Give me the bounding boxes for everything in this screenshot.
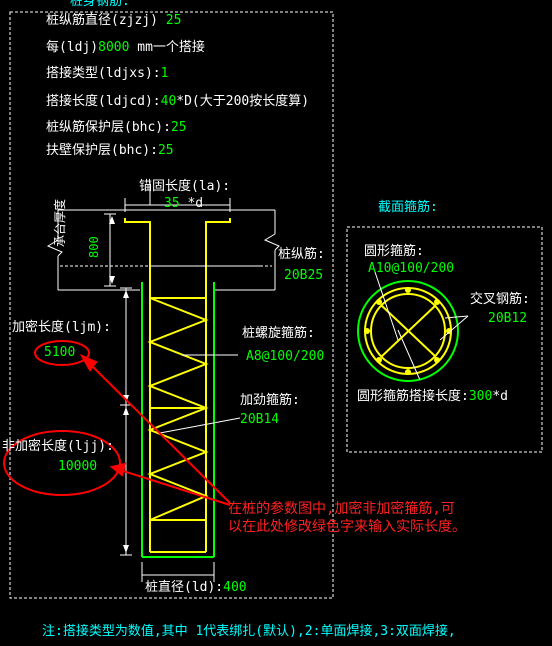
leader-lines <box>150 265 262 434</box>
section-panel-border <box>346 226 543 453</box>
dimension-arrows <box>109 216 129 553</box>
nondense-highlight <box>3 430 121 496</box>
param-ldjxs: 搭接类型(ldjxs):1 <box>46 66 169 81</box>
circular-input[interactable]: A10@100/200 <box>368 261 455 276</box>
diameter-row: 桩直径(ld):400 <box>145 580 247 595</box>
spiral-label: 桩螺旋箍筋: <box>242 326 315 341</box>
cap-label: 承台厚度 <box>53 198 67 247</box>
param-ldj: 每(ldj)8000 mm一个搭接 <box>46 40 205 55</box>
anchor-value-row: 35 *d <box>164 196 204 211</box>
circular-label: 圆形箍筋: <box>364 244 424 259</box>
nondense-label: 非加密长度(ljj): <box>2 439 114 454</box>
anchor-label: 锚固长度(la): <box>139 179 231 194</box>
longitudinal-input[interactable]: 20B25 <box>284 268 324 283</box>
main-panel-border <box>9 11 334 599</box>
param-ldjcd: 搭接长度(ldjcd):40*D(大于200按长度算) <box>46 94 310 109</box>
dense-highlight <box>34 340 90 366</box>
cross-label: 交叉钢筋: <box>470 292 530 307</box>
dense-label: 加密长度(ljm): <box>12 320 111 335</box>
section-bars <box>364 287 452 375</box>
nondense-input[interactable]: 10000 <box>58 459 98 474</box>
fbhc-input[interactable]: 25 <box>157 143 174 158</box>
annotation-arrows <box>79 353 231 506</box>
section-leaders <box>374 271 469 381</box>
cap-value[interactable]: 800 <box>87 236 101 258</box>
spiral-stirrups <box>147 297 209 521</box>
lap-input[interactable]: 300 <box>468 389 493 404</box>
pile-cap <box>46 209 280 291</box>
footer-note: 注:搭接类型为数值,其中 1代表绑扎(默认),2:单面焊接,3:双面焊接, <box>42 624 456 639</box>
anchor-input[interactable]: 35 <box>164 196 180 211</box>
section-title: 截面箍筋: <box>378 200 438 215</box>
longitudinal-label: 桩纵筋: <box>278 247 325 262</box>
cross-input[interactable]: 20B12 <box>488 311 528 326</box>
ldjcd-input[interactable]: 40 <box>160 94 177 109</box>
stiffener-label: 加劲箍筋: <box>240 393 300 408</box>
panel-title: 桩身钢筋: <box>70 0 130 9</box>
param-fbhc: 扶壁保护层(bhc):25 <box>46 143 174 158</box>
diameter-input[interactable]: 400 <box>223 580 247 595</box>
dense-input[interactable]: 5100 <box>44 345 76 360</box>
diameter-dimension <box>141 562 215 582</box>
section-view <box>357 280 459 382</box>
ldjxs-input[interactable]: 1 <box>160 66 169 81</box>
spiral-input[interactable]: A8@100/200 <box>246 349 325 364</box>
length-dimensions <box>120 287 132 556</box>
annotation-text: 在桩的参数图中,加密非加密箍筋,可 以在此处修改绿色字来输入实际长度。 <box>228 501 466 535</box>
pile-body <box>141 282 215 558</box>
stiffener-input[interactable]: 20B14 <box>240 412 280 427</box>
param-zjzj: 桩纵筋直径(zjzj) 25 <box>46 13 182 28</box>
ldj-input[interactable]: 8000 <box>98 40 130 55</box>
lap-row: 圆形箍筋搭接长度:300*d <box>357 389 508 404</box>
param-bhc: 桩纵筋保护层(bhc):25 <box>46 120 187 135</box>
zjzj-input[interactable]: 25 <box>165 13 182 28</box>
bhc-input[interactable]: 25 <box>170 120 187 135</box>
anchor-dimension <box>124 182 231 212</box>
